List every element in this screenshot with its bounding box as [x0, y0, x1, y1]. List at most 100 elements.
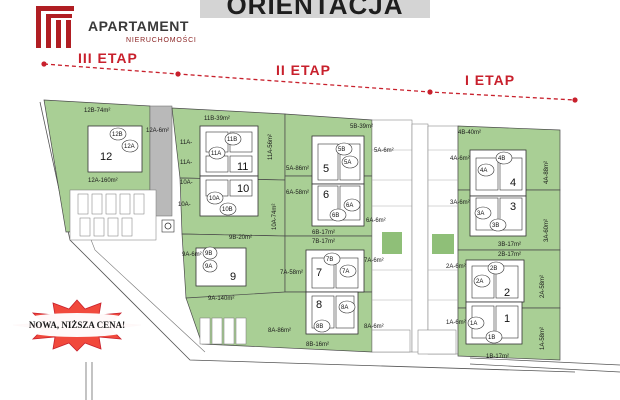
area-label: 10A-: [178, 202, 191, 208]
area-label: 8A-86m²: [268, 328, 291, 334]
promo-label-bg: [11, 313, 143, 337]
area-label: 3A-60m²: [544, 219, 550, 242]
unit-bubble: 10A: [209, 196, 220, 202]
unit-bubble: 12A: [124, 144, 135, 150]
company-logo: APARTAMENT NIERUCHOMOŚCI: [36, 6, 196, 48]
area-label: 2A-58m²: [540, 275, 546, 298]
house-number: 12: [100, 151, 112, 163]
house-number: 9: [230, 271, 236, 283]
unit-bubble: 1B: [488, 335, 495, 341]
phase-divider-line: [43, 63, 576, 101]
green-strip: [382, 232, 402, 254]
area-label: 5A-6m²: [374, 148, 394, 154]
unit-bubble: 6A: [346, 203, 353, 209]
promo-text: NOWA, NIŻSZA CENA!: [28, 320, 126, 330]
area-label: 12B-74m²: [84, 108, 110, 114]
access-path: [411, 123, 429, 353]
green-strip: [432, 234, 454, 254]
unit-bubble: 8A: [341, 305, 348, 311]
unit-bubble: 2B: [490, 266, 497, 272]
area-label: 11A-: [180, 140, 192, 146]
unit-bubble: 1A: [470, 321, 477, 327]
unit-bubble: 10B: [222, 207, 233, 213]
area-label: 2B-17m²: [498, 252, 521, 258]
unit-bubble: 3B: [492, 223, 499, 229]
area-label: 11A-56m²: [268, 134, 274, 160]
unit-bubble: 7B: [326, 257, 333, 263]
unit-bubble: 4B: [498, 156, 505, 162]
area-label: 6A-58m²: [286, 190, 309, 196]
house-number: 4: [510, 177, 516, 189]
area-label: 10A-74m²: [272, 204, 278, 230]
area-label: 5A-86m²: [286, 166, 309, 172]
area-label: 7B-17m²: [312, 239, 335, 245]
etap-1-label: I ETAP: [465, 72, 516, 88]
house-number: 6: [323, 189, 329, 201]
road-edge: [469, 357, 620, 366]
area-label: 2A-6m²: [446, 264, 466, 270]
parking-area: [69, 189, 157, 241]
page-title: ORIENTACJA: [226, 0, 404, 18]
unit-bubble: 3A: [477, 211, 484, 217]
wheelchair-icon: [161, 219, 175, 233]
phase-marker-dot: [41, 61, 47, 67]
area-label: 3A-6m²: [450, 200, 470, 206]
road-edge: [469, 363, 620, 373]
area-label: 11B-39m²: [204, 116, 230, 122]
unit-bubble: 4A: [480, 168, 487, 174]
logo-subtitle: NIERUCHOMOŚCI: [126, 37, 197, 44]
title-band: ORIENTACJA: [200, 0, 430, 18]
area-label: 6B-17m²: [312, 230, 335, 236]
unit-bubble: 2A: [476, 279, 483, 285]
house-number: 10: [237, 183, 249, 195]
phase-marker-dot: [572, 97, 578, 103]
house-number: 11: [237, 161, 248, 173]
area-label: 4B-40m²: [458, 130, 481, 136]
phase-marker-dot: [175, 71, 181, 77]
area-label: 8A-6m²: [364, 324, 384, 330]
area-label: 3B-17m²: [498, 242, 521, 248]
access-path: [149, 105, 173, 217]
area-label: 9B-20m²: [229, 235, 252, 241]
logo-mark-icon: [36, 6, 74, 48]
unit-bubble: 5A: [344, 160, 351, 166]
unit-bubble: 8B: [316, 324, 323, 330]
area-label: 5B-39m²: [350, 124, 373, 130]
area-label: 1A-6m²: [446, 320, 466, 326]
area-label: 11A-: [180, 160, 192, 166]
parking-row: [199, 317, 457, 355]
etap-3-label: III ETAP: [78, 50, 138, 66]
unit-bubble: 9B: [205, 251, 212, 257]
area-label: 1A-58m²: [540, 327, 546, 350]
area-label: 7A-58m²: [280, 270, 303, 276]
area-label: 8B-16m²: [306, 342, 329, 348]
area-label: 7A-6m²: [364, 258, 384, 264]
area-label: 12A-160m²: [88, 178, 118, 184]
unit-bubble: 12B: [112, 132, 123, 138]
area-label: 4A-88m²: [544, 161, 550, 184]
house-number: 3: [510, 201, 516, 213]
area-label: 1B-17m²: [486, 354, 509, 360]
promo-badge: NOWA, NIŻSZA CENA!: [4, 300, 150, 350]
unit-bubble: 11B: [227, 137, 237, 143]
unit-bubble: 7A: [342, 269, 349, 275]
area-label: 9A-140m²: [208, 296, 234, 302]
house-number: 7: [316, 267, 322, 279]
house-number: 2: [504, 287, 510, 299]
house-number: 8: [316, 299, 322, 311]
area-label: 12A-6m²: [146, 128, 169, 134]
road-edge: [39, 101, 576, 373]
logo-name: APARTAMENT: [88, 18, 189, 34]
unit-bubble: 9A: [205, 264, 212, 270]
area-label: 9A-6m²: [182, 252, 202, 258]
area-label: 6A-6m²: [366, 218, 386, 224]
house-number: 5: [323, 163, 329, 175]
area-label: 4A-6m²: [450, 156, 470, 162]
unit-bubble: 5B: [338, 147, 345, 153]
etap-2-label: II ETAP: [276, 62, 331, 78]
unit-bubble: 11A: [211, 151, 221, 157]
lane-cells: [372, 149, 458, 301]
unit-bubble: 6B: [332, 213, 339, 219]
phase-marker-dot: [427, 89, 433, 95]
